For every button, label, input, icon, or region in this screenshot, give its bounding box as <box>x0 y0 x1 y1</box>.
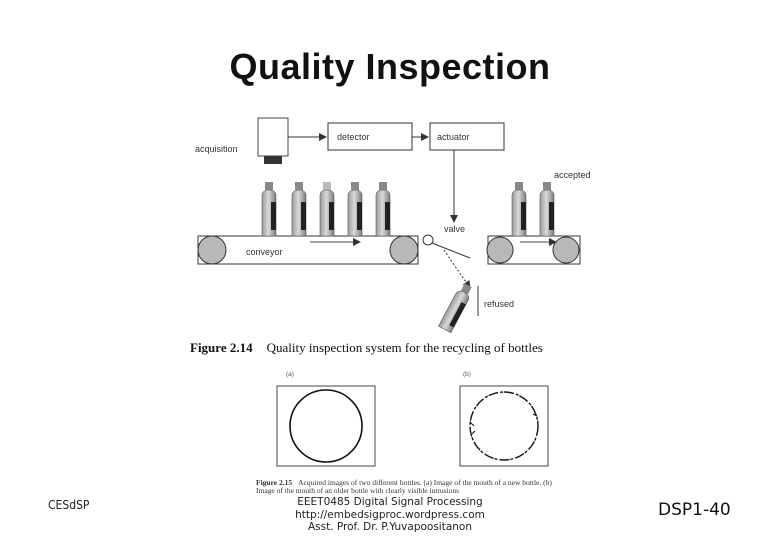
figure-2-15-text: Acquired images of two different bottles… <box>256 478 552 495</box>
bottle <box>511 182 527 237</box>
right-conveyor <box>486 235 581 265</box>
actuator-label: actuator <box>437 132 470 142</box>
figure-2-15-number: Figure 2.15 <box>256 478 293 487</box>
panel-b-label: (b) <box>463 371 471 378</box>
footer-course-code: CESdSP <box>48 498 90 512</box>
bottle <box>319 182 335 237</box>
accepted-label: accepted <box>554 170 591 180</box>
footer-course-info: EEET0485 Digital Signal Processing http:… <box>270 496 510 534</box>
bottles-left <box>261 182 391 237</box>
bottles-accepted <box>511 182 555 237</box>
valve-label: valve <box>444 224 465 234</box>
detector-label: detector <box>337 132 370 142</box>
conveyor-label: conveyor <box>246 247 283 257</box>
panel-a-label: (a) <box>286 371 294 378</box>
slide-number: DSP1-40 <box>658 500 731 520</box>
figure-2-14-text: Quality inspection system for the recycl… <box>266 340 543 355</box>
left-conveyor <box>197 235 419 265</box>
refused-bottle <box>438 283 472 334</box>
bottle <box>347 182 363 237</box>
slide-title: Quality Inspection <box>229 46 551 87</box>
footer-instructor: Asst. Prof. Dr. P.Yuvapoositanon <box>307 521 473 533</box>
footer-website: http://embedsigproc.wordpress.com <box>295 508 485 521</box>
acquisition-label: acquisition <box>195 144 238 154</box>
footer-course-title: EEET0485 Digital Signal Processing <box>297 496 483 508</box>
refused-label: refused <box>484 299 514 309</box>
bottle <box>539 182 555 237</box>
bottle <box>261 182 277 237</box>
camera-icon <box>257 117 289 164</box>
bottle-mouth-image-b <box>459 385 549 467</box>
actuator-box <box>429 122 505 151</box>
bottle-mouth-image-a <box>276 385 376 467</box>
valve-icon <box>422 234 471 289</box>
detector-box <box>327 122 413 151</box>
figure-2-14-number: Figure 2.14 <box>190 340 253 355</box>
bottle <box>291 182 307 237</box>
bottle <box>375 182 391 237</box>
figure-2-14-caption: Figure 2.14 Quality inspection system for… <box>190 340 543 356</box>
